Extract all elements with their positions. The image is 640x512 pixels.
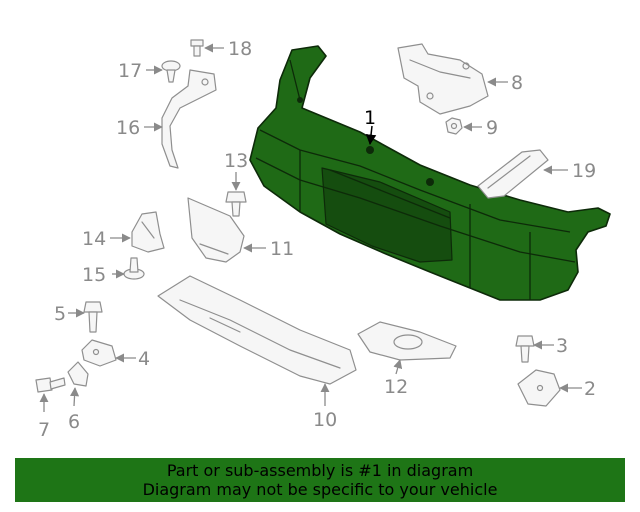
- deflector-part-10[interactable]: [157, 275, 357, 385]
- nut-part-9[interactable]: [445, 117, 463, 135]
- bracket-part-6[interactable]: [67, 361, 89, 387]
- leader-12: [393, 359, 403, 375]
- bolt-part-3[interactable]: [515, 335, 535, 363]
- banner-line-1: Part or sub-assembly is #1 in diagram: [166, 461, 474, 480]
- leader-6: [70, 387, 80, 407]
- clip-part-17[interactable]: [161, 60, 181, 83]
- bracket-part-16[interactable]: [161, 69, 217, 169]
- footer-banner: Part or sub-assembly is #1 in diagram Di…: [15, 458, 625, 502]
- leader-lines: [39, 43, 582, 412]
- callout-13[interactable]: 13: [224, 150, 248, 172]
- radiator-support-part-1[interactable]: [249, 45, 611, 301]
- shield-part-12[interactable]: [357, 321, 457, 361]
- seal-part-19[interactable]: [477, 149, 549, 199]
- bracket-part-14[interactable]: [131, 211, 165, 253]
- bolt-part-7[interactable]: [35, 377, 66, 393]
- callout-11[interactable]: 11: [270, 238, 294, 260]
- callout-7[interactable]: 7: [38, 419, 50, 441]
- pin-part-15[interactable]: [123, 257, 145, 280]
- callout-3[interactable]: 3: [556, 335, 568, 357]
- callout-19[interactable]: 19: [572, 160, 596, 182]
- callouts: 1 2 3 4 5 6 7 8 9 10 11 12 13 14 15 16 1…: [38, 38, 596, 441]
- callout-5[interactable]: 5: [54, 303, 66, 325]
- banner-line-2: Diagram may not be specific to your vehi…: [142, 480, 498, 499]
- bracket-part-2[interactable]: [517, 369, 561, 407]
- leader-1: [365, 125, 377, 146]
- bolt-part-13[interactable]: [225, 191, 247, 217]
- bolt-part-5[interactable]: [83, 301, 103, 333]
- callout-15[interactable]: 15: [82, 264, 106, 286]
- bracket-part-4[interactable]: [81, 339, 117, 367]
- bolt-part-18[interactable]: [190, 39, 204, 57]
- callout-16[interactable]: 16: [116, 117, 140, 139]
- callout-1[interactable]: 1: [364, 107, 376, 129]
- shield-part-11[interactable]: [187, 197, 245, 263]
- callout-14[interactable]: 14: [82, 228, 106, 250]
- callout-12[interactable]: 12: [384, 376, 408, 398]
- callout-6[interactable]: 6: [68, 411, 80, 433]
- callout-18[interactable]: 18: [228, 38, 252, 60]
- callout-8[interactable]: 8: [511, 72, 523, 94]
- bracket-part-8[interactable]: [397, 43, 489, 115]
- parts-diagram: 1 2 3 4 5 6 7 8 9 10 11 12 13 14 15 16 1…: [35, 38, 611, 441]
- callout-2[interactable]: 2: [584, 378, 596, 400]
- callout-17[interactable]: 17: [118, 60, 142, 82]
- callout-10[interactable]: 10: [313, 409, 337, 431]
- callout-9[interactable]: 9: [486, 117, 498, 139]
- callout-4[interactable]: 4: [138, 348, 150, 370]
